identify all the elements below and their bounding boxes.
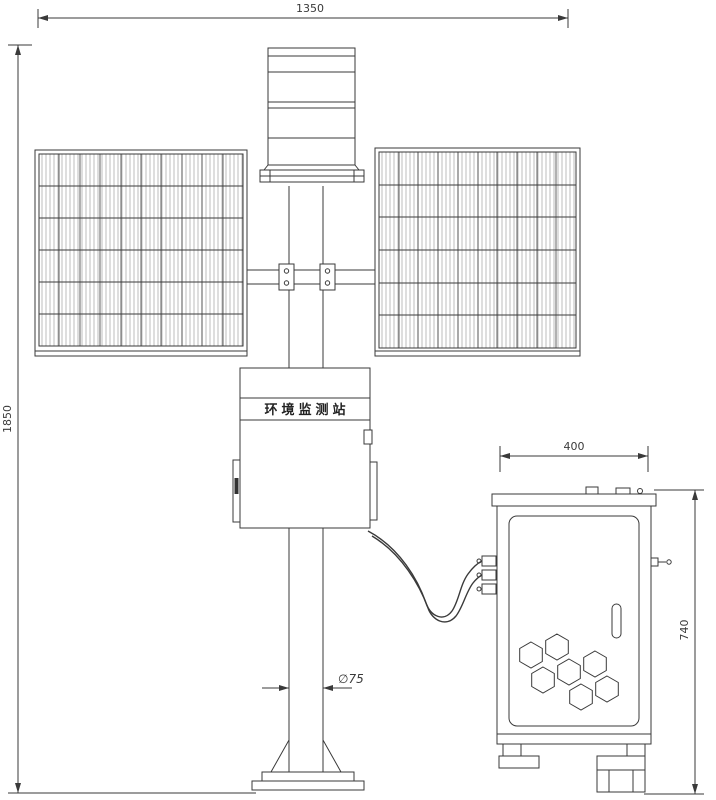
dim-diameter-arrow-left (279, 685, 289, 691)
dim-cabheight-extension-lines (644, 489, 704, 795)
base-gusset-right (322, 738, 342, 773)
sensor-tip (666, 559, 672, 565)
cabinet-bottom-frame (496, 733, 652, 745)
signal-cable (367, 530, 483, 623)
cable-1 (367, 530, 483, 618)
cable-connector (481, 555, 497, 567)
control-box: 环境监测站 (232, 367, 378, 529)
dim-width-arrow-right (558, 15, 568, 21)
sensor-base (650, 557, 659, 567)
cabinet-door (508, 515, 640, 727)
hex-vent (595, 675, 619, 703)
cable-2 (371, 535, 483, 623)
solar-panel-left (34, 149, 248, 357)
panel-right-frame (374, 147, 581, 357)
dim-diameter-arrow-right (323, 685, 333, 691)
cross-arm-clamp-right (319, 263, 336, 291)
control-box-body (239, 367, 371, 529)
base-gusset-left (270, 738, 290, 773)
control-box-rail-right (369, 461, 378, 521)
hex-vent (569, 683, 593, 711)
dim-pole-diameter: ∅75 (262, 672, 364, 691)
base-plate-lower (251, 780, 365, 791)
cabinet-top-fitting-1 (585, 486, 599, 495)
cabinet-top-fitting-2 (615, 487, 631, 495)
dim-cabinet-height: 740 (644, 489, 704, 795)
hex-vent (531, 666, 555, 694)
cabinet-top-plate (491, 493, 657, 507)
dim-overall-width: 1350 (37, 2, 569, 28)
base-plate-upper (261, 771, 355, 782)
hex-vent (545, 633, 569, 661)
beacon-body (267, 47, 356, 166)
hex-vent (557, 658, 581, 686)
dim-height-arrow-top (15, 45, 21, 55)
cabinet-bracket-right-details (597, 769, 645, 792)
control-box-title-band (240, 397, 370, 421)
cabinet-door-handle (611, 603, 622, 639)
dim-cabinet-width: 400 (499, 440, 649, 472)
dim-cabwidth-arrow-left (500, 453, 510, 459)
dim-cabwidth-arrow-right (638, 453, 648, 459)
solar-panel-right (374, 147, 581, 357)
cabinet-bracket-left (498, 755, 540, 769)
clamp-bolt (283, 268, 290, 274)
panel-right-col-lines (398, 152, 557, 348)
beacon-band-lines (268, 55, 355, 139)
panel-left-frame (34, 149, 248, 357)
cable-connector (481, 583, 497, 595)
cross-arm (246, 263, 376, 291)
cable-connector-tip (476, 558, 482, 564)
clamp-bolt (324, 280, 331, 286)
panel-left-col-lines (58, 154, 224, 346)
cabinet-foot-left (502, 743, 522, 757)
beacon-flange-details (260, 170, 364, 182)
hex-vent (519, 641, 543, 669)
cabinet-top-fitting-3 (637, 488, 643, 494)
dim-height-arrow-bottom (15, 783, 21, 793)
cabinet-side-sensor (650, 557, 672, 567)
control-box-latch (363, 429, 373, 445)
cable-connector-tip (476, 586, 482, 592)
station-name-label: 环境监测站 (264, 402, 349, 418)
cross-arm-clamp-left (278, 263, 295, 291)
cable-connector (481, 569, 497, 581)
dim-height-label: 1850 (1, 405, 14, 433)
beacon-light (259, 47, 365, 183)
cabinet-hex-vents (519, 633, 619, 711)
dim-cabwidth-extension-lines (499, 446, 649, 472)
panel-right-row-lines (379, 184, 576, 316)
cabinet-base (496, 733, 652, 793)
clamp-bolt (324, 268, 331, 274)
dim-width-arrow-left (38, 15, 48, 21)
beacon-taper-lines (263, 164, 360, 171)
equipment-cabinet (476, 486, 672, 793)
cabinet-bracket-right (596, 755, 646, 793)
dim-cabheight-label: 740 (678, 620, 691, 641)
dim-cabheight-arrow-top (692, 490, 698, 500)
cabinet-foot-right (626, 743, 646, 757)
clamp-bolt (283, 280, 290, 286)
dim-height-extension-lines (8, 44, 256, 794)
cabinet-body (496, 505, 652, 735)
cable-connector-tip (476, 572, 482, 578)
dim-overall-height: 1850 (1, 44, 256, 794)
cabinet-cable-connectors (476, 555, 497, 595)
dim-cabwidth-label: 400 (564, 440, 585, 453)
dim-diameter-label: ∅75 (338, 672, 364, 686)
pole-base (251, 738, 365, 791)
hex-vent (583, 650, 607, 678)
dim-width-label: 1350 (296, 2, 324, 15)
dim-cabheight-arrow-bottom (692, 784, 698, 794)
cross-arm-lines (246, 269, 376, 285)
control-box-connector-chip (234, 478, 239, 494)
